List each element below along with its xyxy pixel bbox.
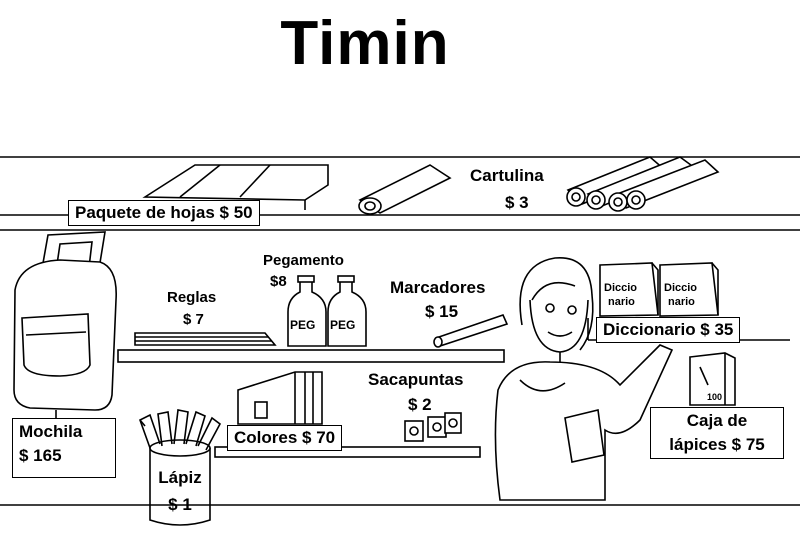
dictionary-cover-2-line1: Diccio [664, 282, 698, 294]
dictionary-label: Diccionario $ 35 [596, 317, 741, 343]
backpack-label: Mochila $ 165 [12, 418, 116, 478]
cartulina-rolls-icon [566, 156, 720, 212]
backpack-name: Mochila [19, 422, 83, 441]
colors-box-icon [237, 371, 323, 425]
page-title: Timin [280, 9, 450, 78]
glue-bottle-label-2: PEG [330, 318, 356, 332]
pencil-price: $ 1 [168, 495, 192, 514]
glue-name: Pegamento [263, 252, 344, 269]
pencil-box-label-line1: Caja de [686, 411, 748, 430]
rulers-name: Reglas [167, 289, 217, 306]
sharpener-price: $ 2 [408, 395, 432, 414]
glue-bottle-label-1: PEG [290, 318, 316, 332]
pencil-box-icon [689, 352, 736, 406]
pencil-box-label-line2: lápices $ 75 [669, 435, 765, 454]
colors-label: Colores $ 70 [227, 425, 343, 451]
glue-bottles-icon [287, 275, 367, 347]
lower-shelf [214, 446, 481, 458]
rulers-price: $ 7 [183, 311, 204, 328]
sharpener-name: Sacapuntas [368, 370, 464, 389]
backpack-icon [13, 231, 117, 418]
dictionaries-icon [599, 262, 719, 317]
marker-icon [433, 314, 509, 348]
dictionary-cover-2-line2: nario [668, 296, 695, 308]
glue-price: $8 [270, 273, 287, 290]
markers-price: $ 15 [425, 302, 459, 321]
markers-name: Marcadores [390, 278, 486, 297]
paper-pack-label: Paquete de hojas $ 50 [68, 200, 260, 226]
backpack-price: $ 165 [19, 446, 62, 465]
dictionary-cover-1-line1: Diccio [604, 282, 638, 294]
dictionary-cover-1-line2: nario [608, 296, 635, 308]
pencil-box-label: Caja de lápices $ 75 [650, 407, 784, 459]
sharpeners-icon [404, 412, 462, 442]
pencil-name: Lápiz [158, 468, 202, 487]
paper-pack-icon [142, 164, 329, 210]
middle-shelf [117, 349, 505, 363]
pencil-box-count: 100 [707, 392, 723, 402]
cartulina-price: $ 3 [505, 193, 529, 212]
girl-figure-icon [494, 257, 674, 501]
cartulina-name: Cartulina [470, 166, 544, 185]
cartulina-roll-icon [358, 164, 452, 215]
rulers-icon [134, 332, 277, 346]
